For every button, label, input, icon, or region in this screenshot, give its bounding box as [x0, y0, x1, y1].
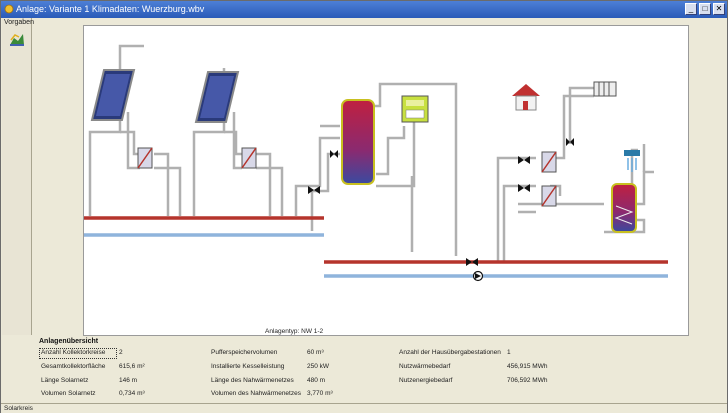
summary-value: 706,592 MWh [507, 377, 548, 384]
summary-label: Nutzenergiebedarf [399, 377, 453, 384]
summary-label: Pufferspeichervolumen [211, 349, 278, 356]
summary-label: Länge Solarnetz [41, 377, 89, 384]
summary-value: 480 m [307, 377, 326, 384]
solar-collector-icon[interactable] [194, 71, 240, 123]
hot-water-tank-icon[interactable] [611, 183, 637, 233]
summary-label: Gesamtkollektorfläche [41, 363, 106, 370]
buffer-tank-icon[interactable] [341, 99, 375, 185]
heat-exchanger-icon[interactable] [541, 151, 557, 173]
summary-value: 3,770 m³ [307, 390, 333, 397]
anlagentyp-label: Anlagentyp: NW 1-2 [265, 328, 324, 335]
summary-value: 456,915 MWh [507, 363, 548, 370]
radiator-icon[interactable] [593, 81, 617, 97]
summary-label: Länge des Nahwärmenetzes [211, 377, 294, 384]
anlagenuebersicht-panel: Anlagenübersicht Anzahl Kollektorkreise … [37, 338, 727, 402]
heat-exchanger-icon[interactable] [541, 185, 557, 207]
title-bar[interactable]: Anlage: Variante 1 Klimadaten: Wuerzburg… [1, 1, 727, 18]
shower-icon[interactable] [624, 150, 640, 172]
summary-label: Nutzwärmebedarf [399, 363, 451, 370]
status-bar: Solarkreis [1, 403, 727, 413]
system-diagram: Anlagentyp: NW 1-2 [83, 25, 689, 336]
valve-icon[interactable] [308, 138, 574, 266]
summary-value: 1 [507, 349, 511, 356]
close-button[interactable]: ✕ [713, 3, 725, 15]
summary-value: 615,6 m² [119, 363, 145, 370]
summary-value: 0,734 m³ [119, 390, 145, 397]
vorgaben-icon[interactable] [9, 31, 25, 47]
summary-value: 60 m³ [307, 349, 324, 356]
boiler-icon[interactable] [401, 95, 429, 123]
app-icon [4, 4, 14, 14]
heat-exchanger-icon[interactable] [241, 147, 257, 169]
summary-label: Installierte Kesselleistung [211, 363, 285, 370]
focus-rectangle [39, 348, 117, 359]
pump-icon[interactable] [472, 270, 484, 282]
summary-title: Anlagenübersicht [39, 338, 99, 345]
summary-label: Volumen Solarnetz [41, 390, 96, 397]
summary-value: 250 kW [307, 363, 330, 370]
summary-label: Anzahl Kollektorkreise [41, 349, 106, 356]
heat-exchanger-icon[interactable] [137, 147, 153, 169]
vorgaben-panel: Vorgaben [2, 18, 34, 335]
summary-label: Volumen des Nahwärmenetzes [211, 390, 301, 397]
summary-value: 146 m [119, 377, 138, 384]
summary-value: 2 [119, 349, 123, 356]
solar-collector-icon[interactable] [90, 69, 136, 121]
minimize-button[interactable]: _ [685, 3, 697, 15]
maximize-button[interactable]: □ [699, 3, 711, 15]
window-title: Anlage: Variante 1 Klimadaten: Wuerzburg… [16, 4, 205, 14]
vorgaben-label: Vorgaben [4, 19, 34, 26]
summary-label: Anzahl der Hausübergabestationen [399, 349, 501, 356]
house-icon[interactable] [512, 84, 540, 111]
status-text: Solarkreis [4, 405, 33, 412]
